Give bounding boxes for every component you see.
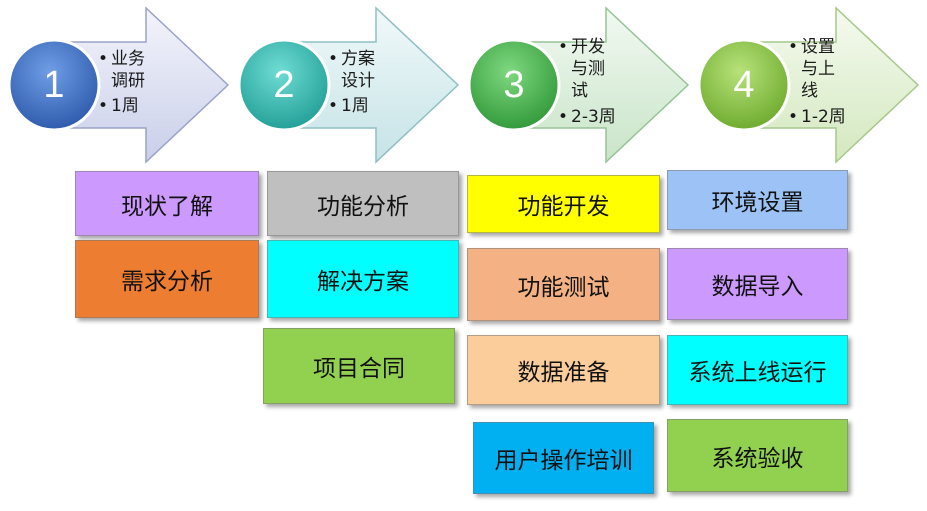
bullet-icon: •	[98, 49, 109, 69]
phase-name: 设置 与上 线	[801, 37, 835, 101]
phase-number-badge: 4	[696, 37, 792, 133]
phase-arrow-2: 2 •方案 设计 •1周	[234, 6, 464, 164]
task-box-requirements-analysis: 需求分析	[75, 240, 259, 318]
phase-number: 1	[43, 63, 65, 106]
phase-number-badge: 1	[6, 37, 102, 133]
bullet-icon: •	[558, 107, 569, 127]
phase-details: •方案 设计 •1周	[328, 48, 381, 117]
task-box-data-import: 数据导入	[667, 248, 848, 320]
phase-duration: 1周	[111, 96, 139, 116]
phase-name: 方案 设计	[341, 49, 375, 91]
phase-duration: 1-2周	[801, 107, 846, 127]
phase-number-badge: 2	[236, 37, 332, 133]
bullet-icon: •	[328, 96, 339, 116]
task-box-function-testing: 功能测试	[467, 248, 660, 321]
bullet-icon: •	[558, 37, 569, 57]
task-box-go-live: 系统上线运行	[667, 335, 848, 405]
bullet-icon: •	[788, 107, 799, 127]
phase-details: •设置 与上 线 •1-2周	[788, 36, 846, 128]
phase-arrow-4: 4 •设置 与上 线 •1-2周	[694, 6, 924, 164]
task-box-function-development: 功能开发	[467, 175, 660, 233]
task-box-data-preparation: 数据准备	[467, 335, 660, 405]
phase-number: 2	[273, 63, 295, 106]
task-box-function-analysis: 功能分析	[267, 171, 459, 236]
phase-duration: 2-3周	[571, 107, 616, 127]
bullet-icon: •	[328, 49, 339, 69]
task-box-solution: 解决方案	[267, 240, 459, 318]
task-box-current-state: 现状了解	[75, 171, 259, 236]
bullet-icon: •	[98, 96, 109, 116]
phase-name: 业务 调研	[111, 49, 145, 91]
phase-name: 开发 与测 试	[571, 37, 605, 101]
phase-number: 4	[733, 63, 755, 106]
task-box-user-training: 用户操作培训	[473, 422, 654, 494]
phase-number: 3	[503, 63, 525, 106]
task-box-acceptance: 系统验收	[667, 419, 848, 492]
phase-number-badge: 3	[466, 37, 562, 133]
phase-duration: 1周	[341, 96, 369, 116]
phase-details: •业务 调研 •1周	[98, 48, 151, 117]
phase-details: •开发 与测 试 •2-3周	[558, 36, 616, 128]
bullet-icon: •	[788, 37, 799, 57]
phase-arrow-3: 3 •开发 与测 试 •2-3周	[464, 6, 694, 164]
task-box-project-contract: 项目合同	[263, 328, 455, 404]
task-box-environment-setup: 环境设置	[667, 170, 848, 230]
phase-arrow-1: 1 •业务 调研 •1周	[4, 6, 234, 164]
